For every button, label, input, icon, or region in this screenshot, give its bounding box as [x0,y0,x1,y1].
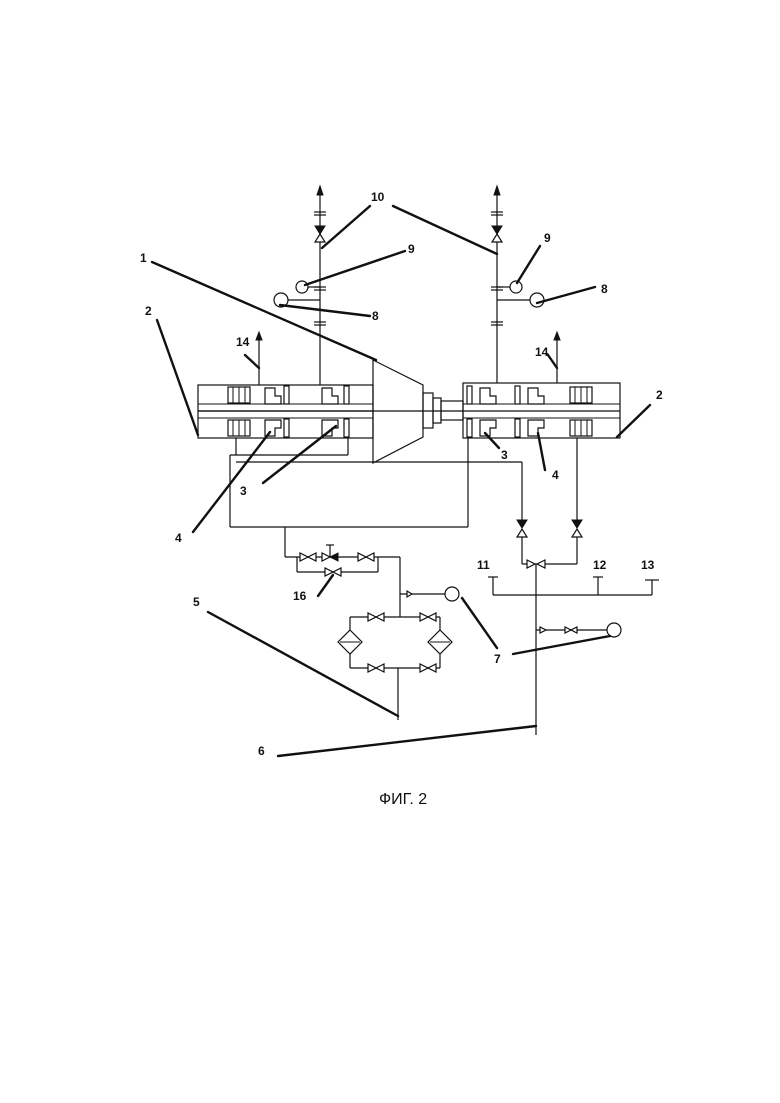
label-3-left: 3 [240,484,247,498]
label-6: 6 [258,744,265,758]
reference-labels: 1 2 2 3 3 4 4 5 6 7 8 8 9 9 10 11 12 13 … [140,190,663,758]
label-12: 12 [593,558,607,572]
label-9-left: 9 [408,242,415,256]
label-8-right: 8 [601,282,608,296]
label-10: 10 [371,190,385,204]
label-9-right: 9 [544,231,551,245]
label-3-right: 3 [501,448,508,462]
label-4-left: 4 [175,531,182,545]
leader-lines [152,206,650,756]
label-5: 5 [193,595,200,609]
label-14-right: 14 [535,345,549,359]
label-16: 16 [293,589,307,603]
label-13: 13 [641,558,655,572]
control-valve-group [285,527,400,617]
label-4-right: 4 [552,468,559,482]
label-11: 11 [477,558,490,572]
label-2-right: 2 [656,388,663,402]
distribution-header [488,577,659,637]
label-2-left: 2 [145,304,152,318]
figure-caption: ФИГ. 2 [379,791,427,808]
filter-block [338,587,459,720]
label-7: 7 [494,652,501,666]
seal-gas-loop [230,438,582,735]
label-8-left: 8 [372,309,379,323]
label-14-left: 14 [236,335,250,349]
left-discharge-line [274,186,326,385]
label-1: 1 [140,251,147,265]
